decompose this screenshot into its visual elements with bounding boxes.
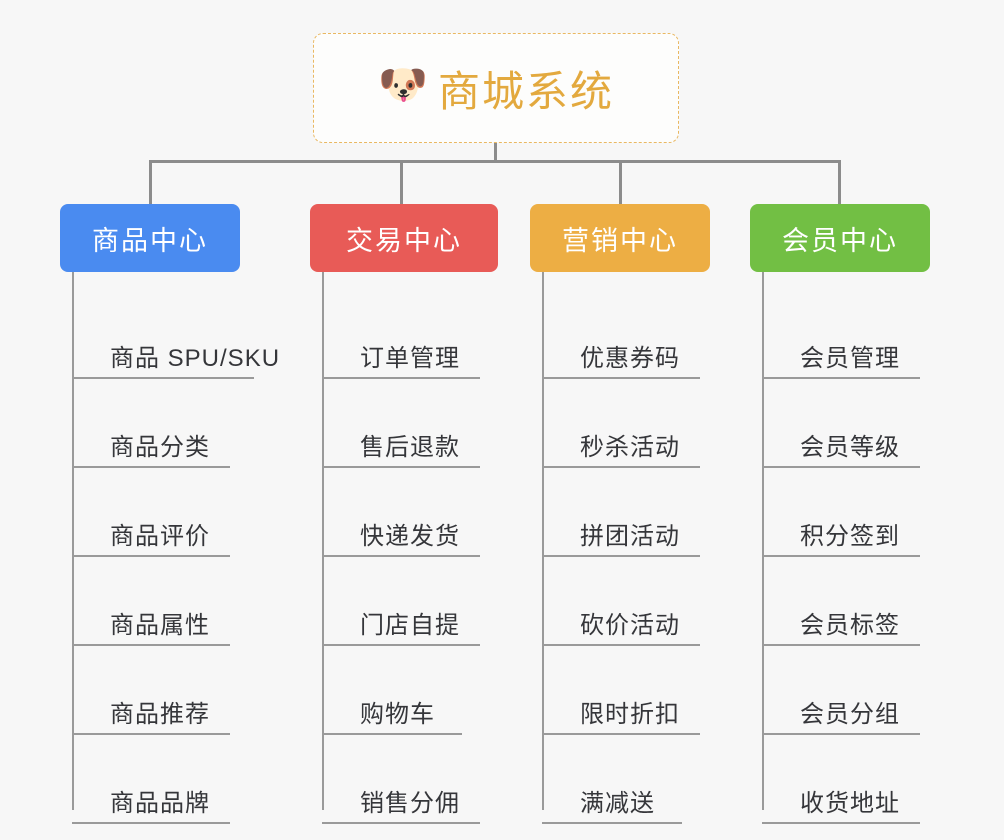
leaf-label: 商品 SPU/SKU bbox=[110, 345, 281, 372]
leaf-label: 快递发货 bbox=[360, 523, 460, 550]
leaf-item[interactable]: 商品品牌 bbox=[72, 735, 230, 824]
category-header-1[interactable]: 交易中心 bbox=[310, 204, 498, 272]
category-header-label: 营销中心 bbox=[562, 225, 678, 256]
category-header-label: 交易中心 bbox=[346, 225, 462, 256]
category-header-3[interactable]: 会员中心 bbox=[750, 204, 930, 272]
leaf-item[interactable]: 快递发货 bbox=[322, 468, 480, 557]
leaf-label: 购物车 bbox=[360, 701, 435, 728]
leaf-item[interactable]: 商品推荐 bbox=[72, 646, 230, 735]
leaf-label: 商品品牌 bbox=[110, 790, 210, 817]
leaf-label: 商品分类 bbox=[110, 434, 210, 461]
leaf-label: 会员管理 bbox=[800, 345, 900, 372]
leaf-item[interactable]: 砍价活动 bbox=[542, 557, 700, 646]
leaf-label: 商品评价 bbox=[110, 523, 210, 550]
leaf-item[interactable]: 会员分组 bbox=[762, 646, 920, 735]
root-node[interactable]: 🐶 商城系统 bbox=[313, 33, 679, 143]
category-header-2[interactable]: 营销中心 bbox=[530, 204, 710, 272]
category-header-label: 会员中心 bbox=[782, 225, 898, 256]
connector-drop-category-3 bbox=[838, 160, 841, 205]
leaf-item[interactable]: 优惠券码 bbox=[542, 290, 700, 379]
leaf-label: 商品推荐 bbox=[110, 701, 210, 728]
category-column-0: 商品中心 商品 SPU/SKU 商品分类 商品评价 商品属性 商品推荐 商品品牌 bbox=[60, 204, 282, 824]
leaf-label: 门店自提 bbox=[360, 612, 460, 639]
leaf-item[interactable]: 售后退款 bbox=[322, 379, 480, 468]
leaf-label: 砍价活动 bbox=[580, 612, 680, 639]
leaf-label: 商品属性 bbox=[110, 612, 210, 639]
leaf-label: 秒杀活动 bbox=[580, 434, 680, 461]
leaf-label: 限时折扣 bbox=[580, 701, 680, 728]
leaf-item[interactable]: 拼团活动 bbox=[542, 468, 700, 557]
leaf-item[interactable]: 会员等级 bbox=[762, 379, 920, 468]
leaf-item[interactable]: 销售分佣 bbox=[322, 735, 480, 824]
leaf-label: 收货地址 bbox=[800, 790, 900, 817]
leaf-item[interactable]: 商品 SPU/SKU bbox=[72, 290, 279, 379]
category-column-2: 营销中心 优惠券码 秒杀活动 拼团活动 砍价活动 限时折扣 满减送 bbox=[530, 204, 752, 824]
leaf-label: 优惠券码 bbox=[580, 345, 680, 372]
leaf-item[interactable]: 商品分类 bbox=[72, 379, 230, 468]
connector-drop-category-1 bbox=[400, 160, 403, 205]
trunk-line-1 bbox=[322, 272, 324, 810]
leaf-label: 拼团活动 bbox=[580, 523, 680, 550]
leaf-list-3: 会员管理 会员等级 积分签到 会员标签 会员分组 收货地址 bbox=[750, 272, 972, 824]
leaf-item[interactable]: 商品评价 bbox=[72, 468, 230, 557]
leaf-item[interactable]: 门店自提 bbox=[322, 557, 480, 646]
leaf-label: 销售分佣 bbox=[360, 790, 460, 817]
leaf-item[interactable]: 收货地址 bbox=[762, 735, 920, 824]
leaf-label: 订单管理 bbox=[360, 345, 460, 372]
leaf-item[interactable]: 订单管理 bbox=[322, 290, 480, 379]
leaf-item[interactable]: 积分签到 bbox=[762, 468, 920, 557]
category-column-1: 交易中心 订单管理 售后退款 快递发货 门店自提 购物车 销售分佣 bbox=[310, 204, 532, 824]
leaf-item[interactable]: 购物车 bbox=[322, 646, 462, 735]
leaf-list-0: 商品 SPU/SKU 商品分类 商品评价 商品属性 商品推荐 商品品牌 bbox=[60, 272, 282, 824]
trunk-line-3 bbox=[762, 272, 764, 810]
leaf-label: 售后退款 bbox=[360, 434, 460, 461]
root-title: 商城系统 bbox=[437, 67, 614, 115]
trunk-line-0 bbox=[72, 272, 74, 810]
leaf-list-2: 优惠券码 秒杀活动 拼团活动 砍价活动 限时折扣 满减送 bbox=[530, 272, 752, 824]
leaf-item[interactable]: 满减送 bbox=[542, 735, 682, 824]
leaf-item[interactable]: 秒杀活动 bbox=[542, 379, 700, 468]
connector-drop-category-2 bbox=[619, 160, 622, 205]
leaf-item[interactable]: 限时折扣 bbox=[542, 646, 700, 735]
connector-horizontal-bus bbox=[149, 160, 841, 163]
leaf-label: 会员分组 bbox=[800, 701, 900, 728]
connector-root-stem bbox=[494, 143, 497, 162]
leaf-label: 会员等级 bbox=[800, 434, 900, 461]
trunk-line-2 bbox=[542, 272, 544, 810]
category-header-label: 商品中心 bbox=[92, 225, 208, 256]
category-column-3: 会员中心 会员管理 会员等级 积分签到 会员标签 会员分组 收货地址 bbox=[750, 204, 972, 824]
leaf-item[interactable]: 会员管理 bbox=[762, 290, 920, 379]
leaf-label: 满减送 bbox=[580, 790, 655, 817]
leaf-item[interactable]: 商品属性 bbox=[72, 557, 230, 646]
category-header-0[interactable]: 商品中心 bbox=[60, 204, 240, 272]
connector-drop-category-0 bbox=[149, 160, 152, 205]
leaf-item[interactable]: 会员标签 bbox=[762, 557, 920, 646]
leaf-label: 会员标签 bbox=[800, 612, 900, 639]
leaf-list-1: 订单管理 售后退款 快递发货 门店自提 购物车 销售分佣 bbox=[310, 272, 532, 824]
shiba-dog-face-icon: 🐶 bbox=[377, 63, 428, 107]
leaf-label: 积分签到 bbox=[800, 523, 900, 550]
